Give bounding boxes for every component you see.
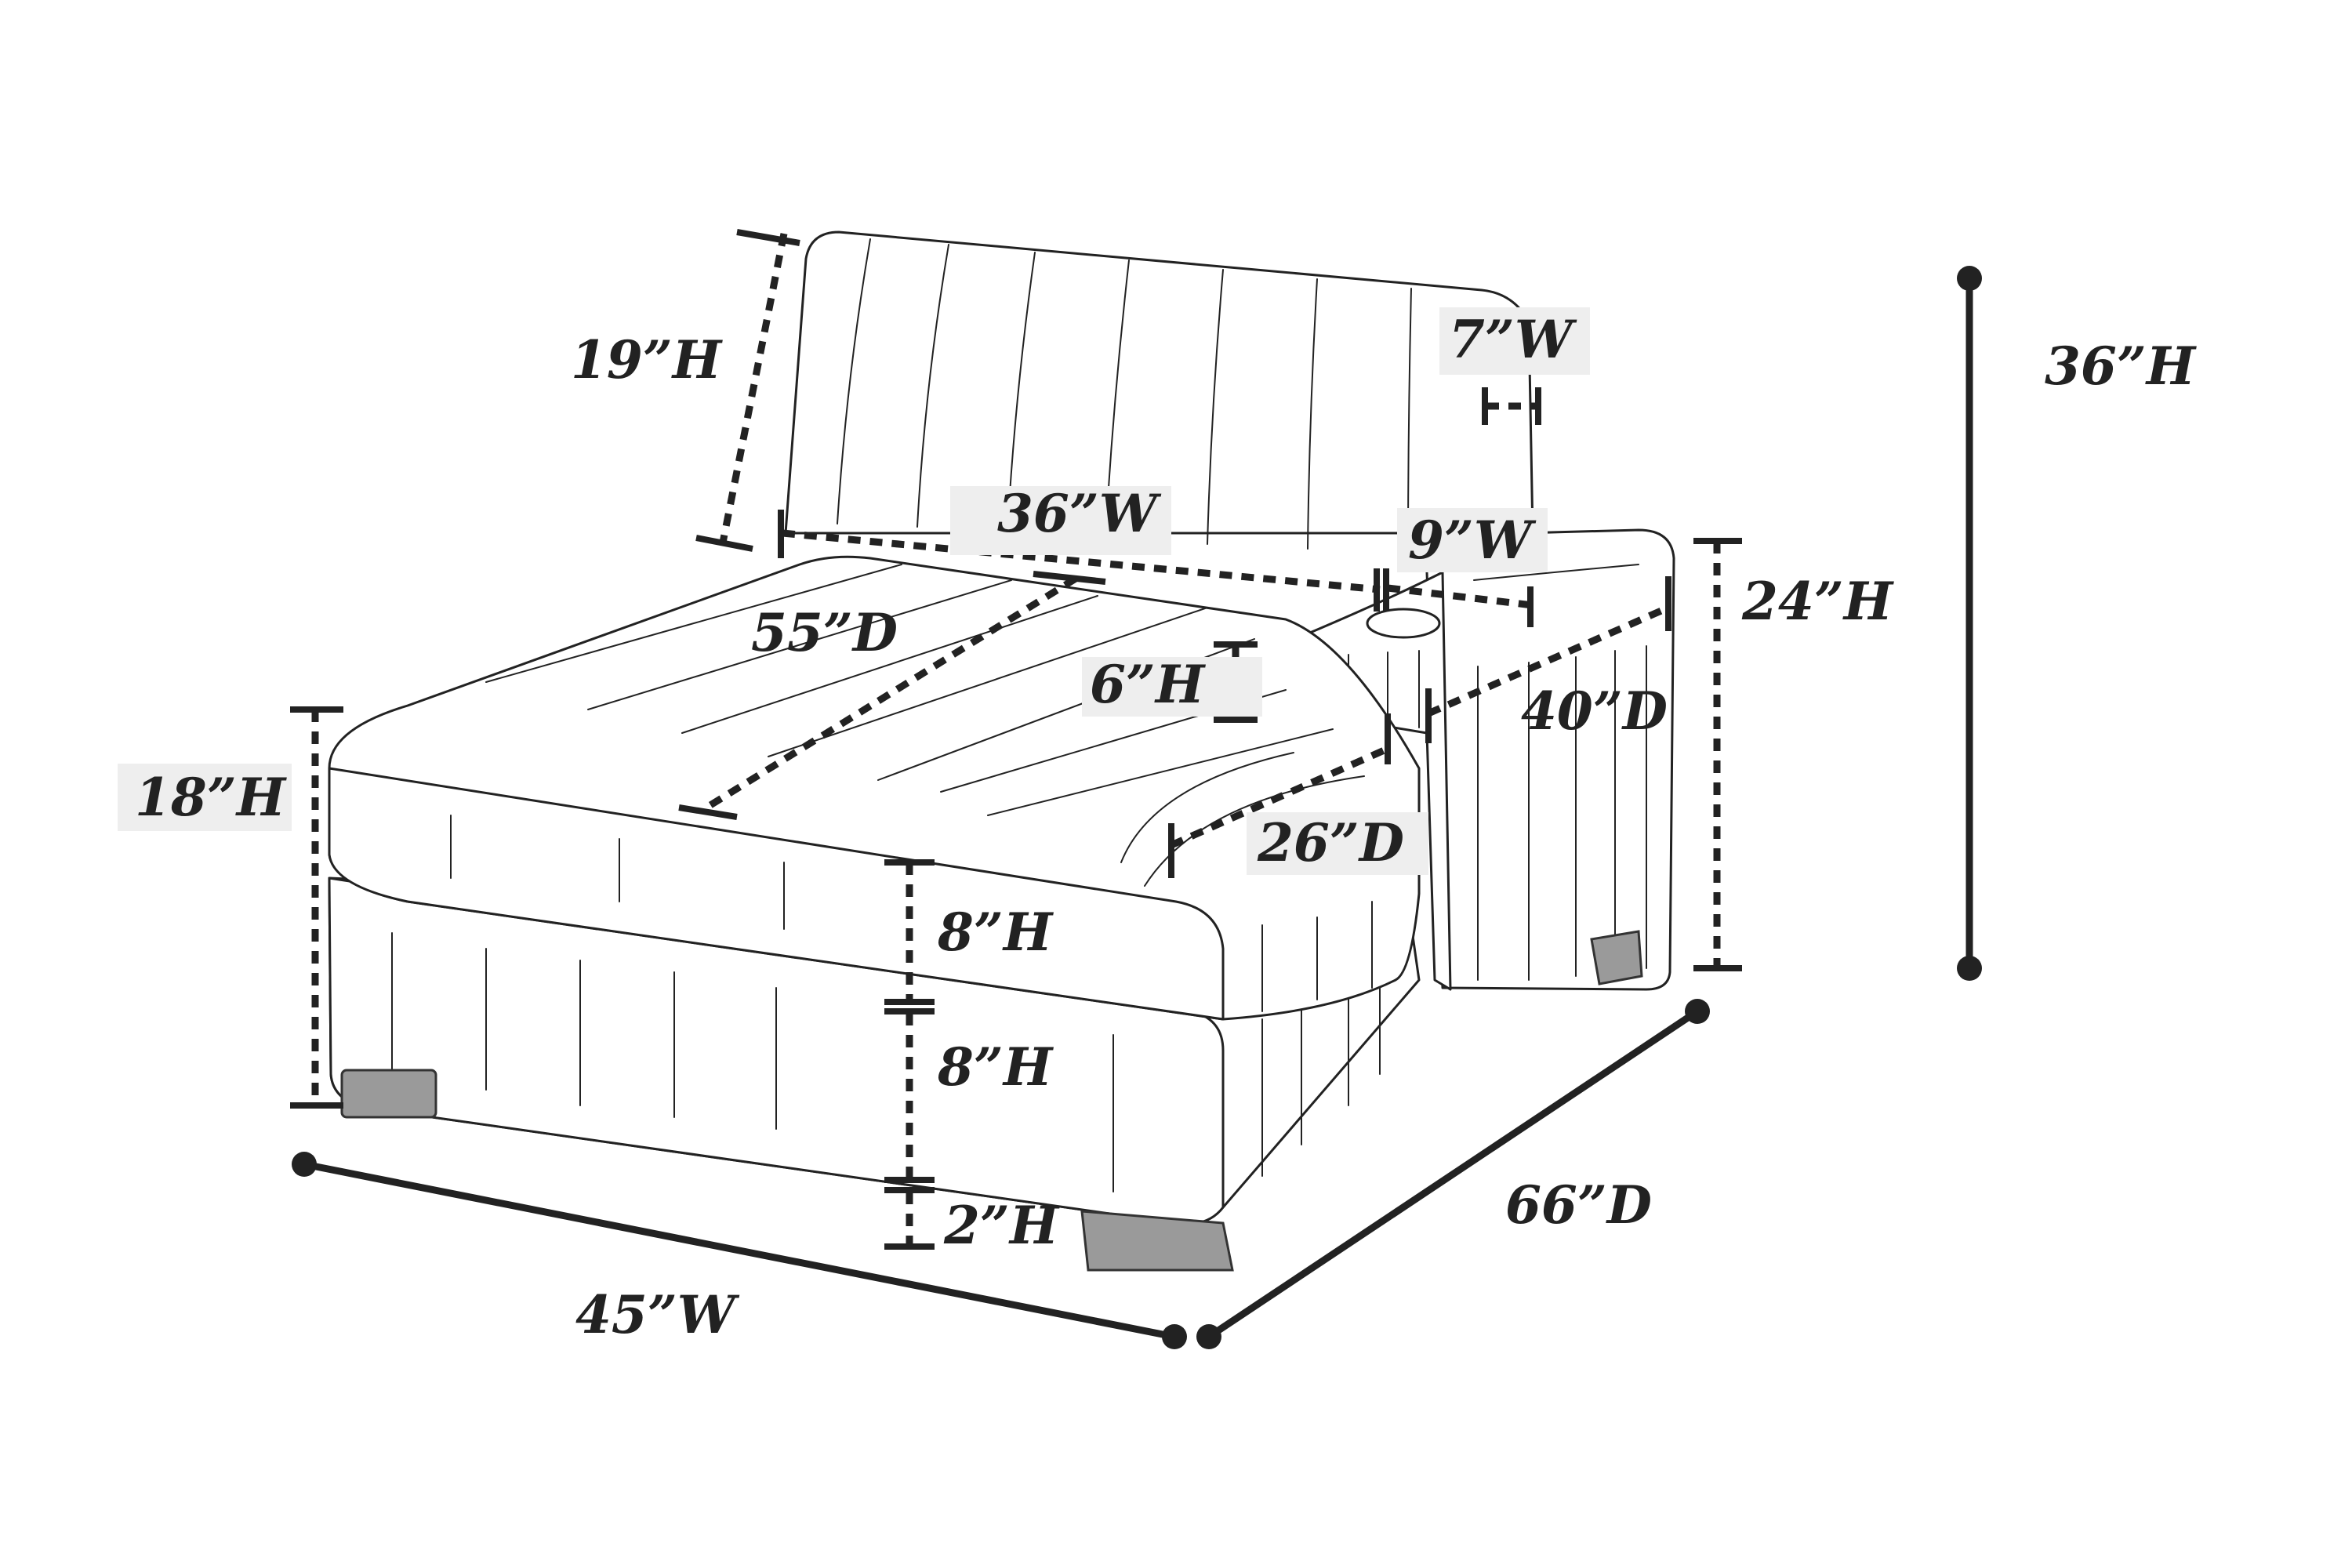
label-back-width: 36”W — [997, 483, 1162, 544]
label-armrest-width: 7”W — [1449, 309, 1577, 370]
label-overall-depth: 66”D — [1505, 1174, 1652, 1236]
label-arm-height: 24”H — [1741, 571, 1895, 632]
label-console-width: 9”W — [1408, 510, 1537, 571]
leg-front-right — [1080, 1210, 1234, 1272]
dimension-lines — [290, 229, 1982, 1349]
label-cushion-height: 8”H — [937, 902, 1054, 963]
label-cushion-depth: 26”D — [1257, 812, 1404, 873]
label-back-height: 19”H — [571, 329, 724, 390]
label-overall-height: 36”H — [2045, 336, 2198, 397]
label-leg-height: 2”H — [943, 1195, 1061, 1256]
leg-front-left — [340, 1069, 437, 1119]
label-overall-width: 45”W — [575, 1284, 740, 1345]
leg-back-right — [1590, 930, 1643, 985]
label-console-height: 6”H — [1090, 654, 1207, 715]
label-seat-height: 18”H — [135, 767, 288, 828]
label-seat-depth: 55”D — [751, 602, 898, 663]
chaise-illustration — [328, 230, 1675, 1272]
label-base-height: 8”H — [937, 1036, 1054, 1098]
label-console-depth: 40”D — [1521, 681, 1668, 742]
dimension-labels: 19”H 7”W 36”H 36”W 9”W 24”H 55”D 6”H 40”… — [118, 307, 2198, 1345]
